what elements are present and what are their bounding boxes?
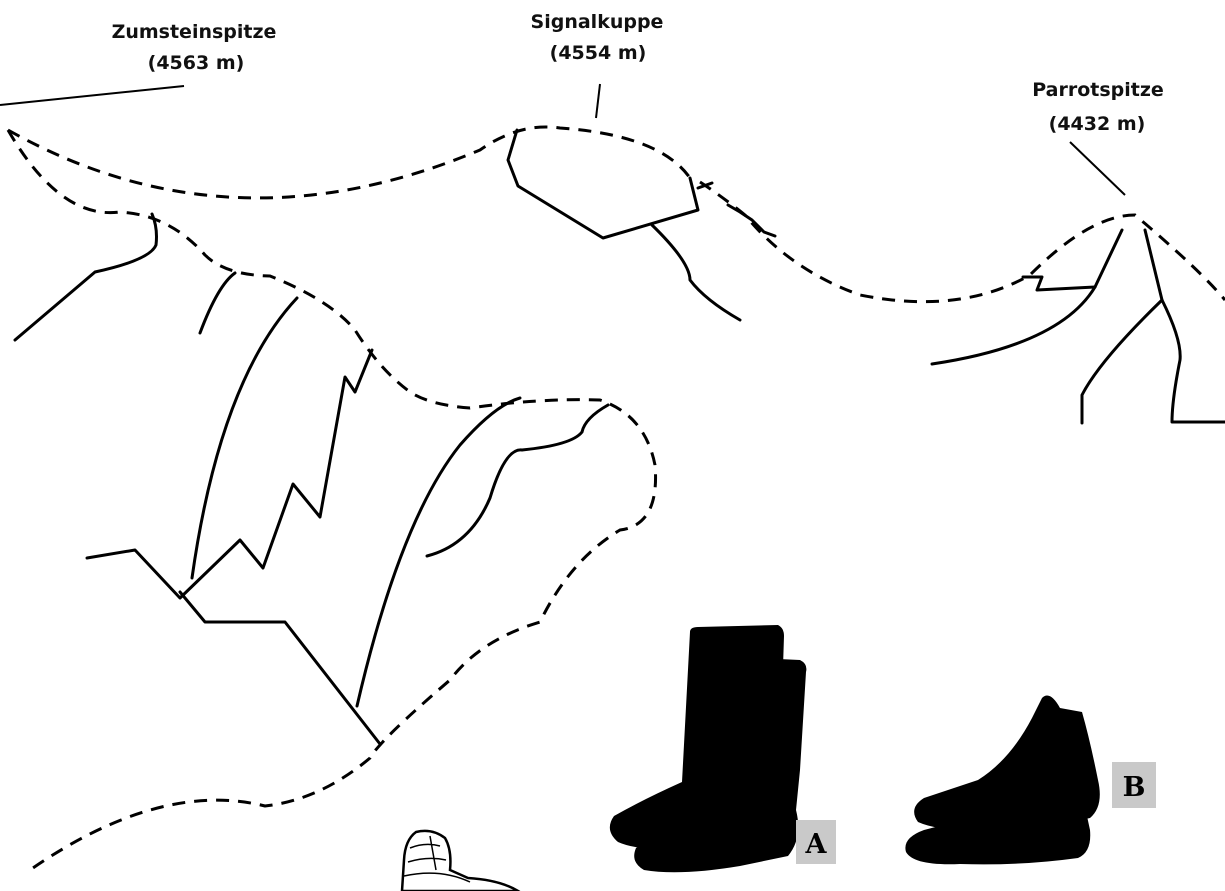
peak-label-parrotspitze: Parrotspitze (4432 m) (1032, 79, 1164, 135)
crampon-icon (402, 831, 518, 891)
peak-elevation: (4432 m) (1049, 113, 1146, 135)
peak-name: Zumsteinspitze (112, 21, 277, 43)
option-tag-b: B (1112, 762, 1156, 808)
leader-lines (0, 84, 1125, 195)
peak-label-zumsteinspitze: Zumsteinspitze (4563 m) (112, 21, 277, 74)
peak-name: Parrotspitze (1032, 79, 1164, 101)
rubber-boot-icon (610, 625, 807, 872)
peak-elevation: (4554 m) (550, 42, 647, 64)
option-tag-a: A (796, 820, 836, 864)
peak-name: Signalkuppe (531, 11, 664, 33)
peak-elevation: (4563 m) (148, 52, 245, 74)
peak-label-signalkuppe: Signalkuppe (4554 m) (531, 11, 664, 64)
option-a-label: A (805, 829, 828, 860)
solid-ridge-lines (15, 130, 1225, 744)
hiking-shoe-icon (905, 696, 1099, 865)
option-b-label: B (1123, 772, 1146, 803)
